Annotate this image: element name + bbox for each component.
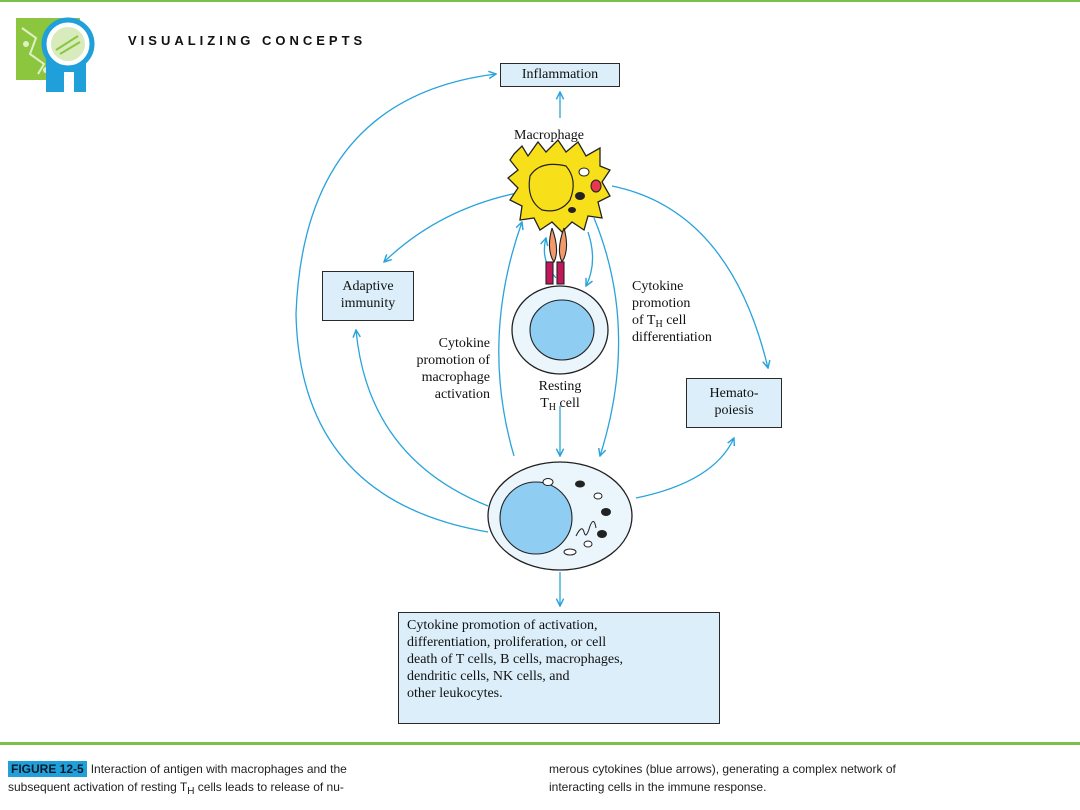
figure-caption-right: merous cytokines (blue arrows), generati…: [549, 760, 1074, 796]
arrow-activated-to-hematopoiesis: [635, 438, 734, 499]
th-promo-line1: Cytokine: [632, 279, 684, 294]
macrophage-activation-line3: macrophage: [421, 370, 490, 385]
arrow-activated-to-macrophage: [498, 222, 522, 457]
arrow-macrophage-to-hematopoiesis: [611, 185, 768, 368]
arrow-activated-to-adaptive-immunity: [356, 330, 489, 507]
cytokine-promotion-box: Cytokine promotion of activation, differ…: [398, 612, 720, 724]
hematopoiesis-line2: poiesis: [714, 403, 754, 418]
hematopoiesis-box: Hemato- poiesis: [686, 378, 782, 428]
resting-th-cell: [511, 285, 609, 375]
th-promo-line2: promotion: [632, 296, 691, 311]
th-promo-line4: differentiation: [632, 330, 712, 345]
arrow-macrophage-to-activated-th: [593, 217, 620, 456]
caption-right-line1: merous cytokines (blue arrows), generati…: [549, 762, 896, 776]
adaptive-immunity-box: Adaptive immunity: [322, 271, 414, 321]
adaptive-immunity-line2: immunity: [340, 296, 396, 311]
inflammation-box: Inflammation: [500, 63, 620, 87]
caption-rule: [0, 742, 1080, 745]
activated-th-cell: [487, 461, 633, 571]
adaptive-immunity-line1: Adaptive: [342, 279, 394, 294]
caption-right-line2: interacting cells in the immune response…: [549, 780, 767, 794]
resting-th-cell-label: Resting TH cell: [520, 378, 600, 413]
macrophage-activation-label: Cytokine promotion of macrophage activat…: [384, 335, 491, 403]
cytokine-promotion-line4: dendritic cells, NK cells, and: [407, 669, 570, 684]
section-title: VISUALIZING CONCEPTS: [128, 33, 367, 48]
cytokine-network-diagram: [295, 0, 1080, 740]
th-differentiation-label: Cytokine promotion of TH cell differenti…: [632, 278, 712, 346]
cytokine-promotion-line1: Cytokine promotion of activation,: [407, 618, 598, 633]
inflammation-label: Inflammation: [521, 67, 599, 82]
hematopoiesis-line1: Hemato-: [709, 386, 759, 401]
resting-label-line1: Resting: [538, 379, 582, 394]
macrophage-label: Macrophage: [514, 128, 584, 143]
visualizing-concepts-logo-icon: [16, 17, 95, 92]
cytokine-promotion-line5: other leukocytes.: [407, 686, 503, 701]
arrow-macrophage-to-th-cell-a: [586, 231, 594, 286]
top-rule: [0, 0, 1080, 2]
arrow-macrophage-to-adaptive-immunity: [384, 191, 523, 262]
macrophage-cell: [507, 138, 611, 233]
macrophage-activation-line4: activation: [434, 387, 490, 402]
macrophage-activation-line1: Cytokine: [438, 336, 490, 351]
caption-left-line2: subsequent activation of resting TH cell…: [8, 780, 344, 797]
resting-label-line2: TH cell: [540, 396, 580, 413]
arrow-activated-to-inflammation: [295, 74, 496, 533]
mhc-tcr-complex: [545, 227, 568, 285]
arrow-th-cell-to-macrophage: [544, 238, 557, 279]
cytokine-promotion-line3: death of T cells, B cells, macrophages,: [407, 652, 624, 667]
macrophage-activation-line2: promotion of: [416, 353, 491, 368]
figure-label: FIGURE 12-5: [8, 761, 87, 777]
cytokine-promotion-line2: differentiation, proliferation, or cell: [407, 635, 607, 650]
th-promo-line3: of TH cell: [632, 313, 687, 330]
